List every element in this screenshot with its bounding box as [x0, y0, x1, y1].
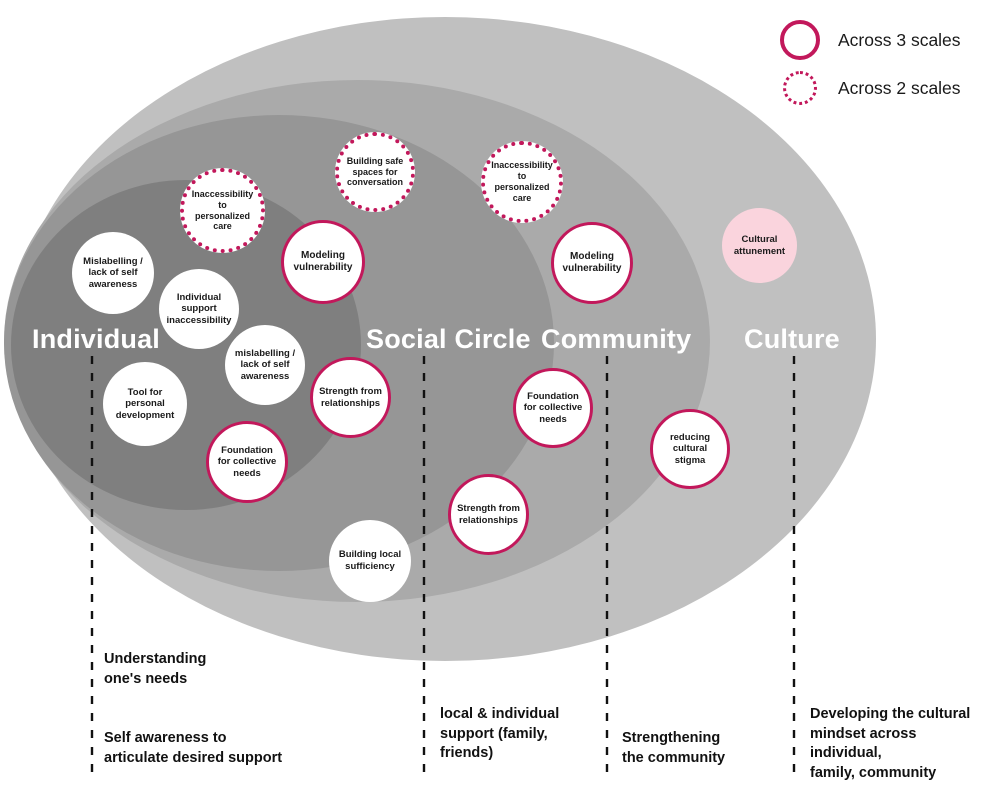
bubble-label: Cultural attunement — [733, 233, 786, 257]
bubble-tool-for-personal-development[interactable]: Tool for personal development — [103, 362, 187, 446]
bubble-inaccessibility-to-personalized-care-1[interactable]: Inaccessibility to personalized care — [180, 168, 265, 253]
bubble-cultural-attunement[interactable]: Cultural attunement — [722, 208, 797, 283]
bubble-label: Inaccessibility to personalized care — [191, 188, 254, 232]
bubble-label: reducing cultural stigma — [669, 431, 711, 466]
bubble-reducing-cultural-stigma[interactable]: reducing cultural stigma — [650, 409, 730, 489]
bubble-label: Tool for personal development — [115, 386, 175, 421]
bubble-inaccessibility-to-personalized-care-2[interactable]: Inaccessibility to personalized care — [481, 141, 563, 223]
scale-label-individual: Individual — [32, 324, 161, 354]
bubble-label: Individual support inaccessibility — [166, 291, 232, 326]
bubble-foundation-for-collective-needs-2[interactable]: Foundation for collective needs — [513, 368, 593, 448]
bubble-building-local-sufficiency[interactable]: Building local sufficiency — [329, 520, 411, 602]
bubble-individual-support-inaccessibility[interactable]: Individual support inaccessibility — [159, 269, 239, 349]
caption-strengthening-community: Strengthening the community — [622, 730, 726, 766]
legend-item-across-3-scales: Across 3 scales — [780, 16, 980, 64]
legend-item-across-2-scales: Across 2 scales — [780, 64, 980, 112]
bubble-label: Building local sufficiency — [338, 549, 402, 572]
bubble-foundation-for-collective-needs-1[interactable]: Foundation for collective needs — [206, 421, 288, 503]
bubble-strength-from-relationships-1[interactable]: Strength from relationships — [310, 357, 391, 438]
legend: Across 3 scales Across 2 scales — [780, 16, 980, 112]
scale-label-culture: Culture — [744, 324, 840, 354]
bubble-label: Modeling vulnerability — [293, 249, 353, 273]
bubble-mislabelling-lack-of-self-awareness-1[interactable]: Mislabelling / lack of self awareness — [72, 232, 154, 314]
bubble-modeling-vulnerability-1[interactable]: Modeling vulnerability — [281, 220, 365, 304]
caption-self-awareness: Self awareness to articulate desired sup… — [104, 730, 283, 766]
bubble-label: Modeling vulnerability — [562, 250, 622, 274]
bubble-label: Mislabelling / lack of self awareness — [83, 255, 143, 290]
circle-dotted-icon — [783, 71, 817, 105]
legend-label-across-2-scales: Across 2 scales — [838, 77, 961, 98]
circle-solid-icon — [780, 20, 820, 60]
bubble-mislabelling-lack-of-self-awareness-2[interactable]: mislabelling / lack of self awareness — [225, 325, 305, 405]
scale-label-community: Community — [541, 324, 692, 354]
bubble-label: Foundation for collective needs — [523, 390, 583, 425]
caption-understanding-ones-needs: Understanding one's needs — [104, 651, 207, 687]
bubble-label: Strength from relationships — [319, 385, 382, 409]
bubble-label: Inaccessibility to personalized care — [491, 160, 553, 203]
bubble-strength-from-relationships-2[interactable]: Strength from relationships — [448, 474, 529, 555]
bubble-label: Building safe spaces for conversation — [346, 155, 404, 188]
caption-local-individual-support: local & individual support (family, frie… — [440, 706, 560, 762]
legend-label-across-3-scales: Across 3 scales — [838, 29, 961, 50]
bubble-modeling-vulnerability-2[interactable]: Modeling vulnerability — [551, 222, 633, 304]
caption-developing-cultural-mindset: Developing the cultural mindset across i… — [810, 706, 971, 781]
bubble-label: Strength from relationships — [457, 502, 520, 526]
bubble-label: mislabelling / lack of self awareness — [234, 347, 296, 382]
bubble-label: Foundation for collective needs — [217, 444, 277, 479]
bubble-building-safe-spaces-for-conversation[interactable]: Building safe spaces for conversation — [335, 132, 415, 212]
scale-label-social-circle: Social Circle — [366, 324, 531, 354]
